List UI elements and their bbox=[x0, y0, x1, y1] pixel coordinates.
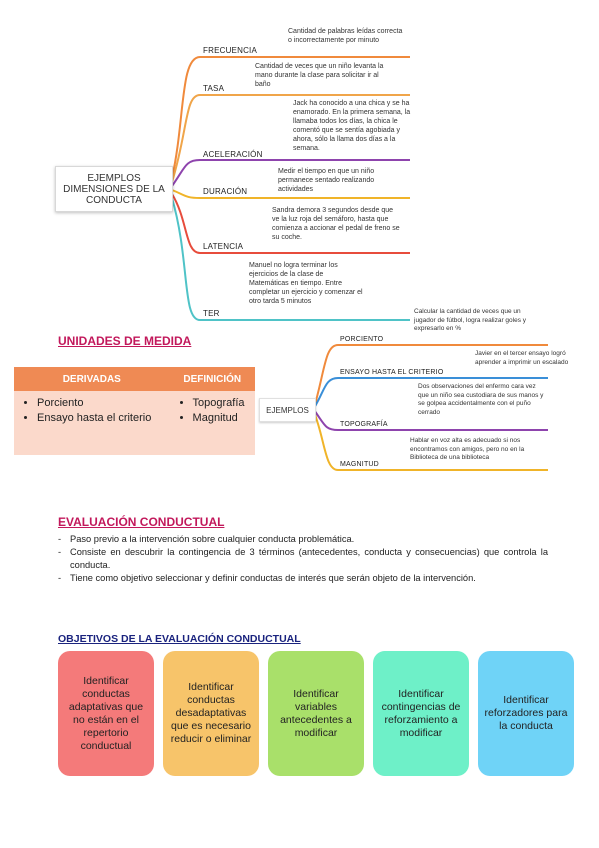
branch-line-frecuencia bbox=[171, 56, 410, 179]
evaluation-list: -Paso previo a la intervención sobre cua… bbox=[58, 533, 548, 585]
branch-line-tasa bbox=[171, 94, 410, 183]
evaluation-item-text: Tiene como objetivo seleccionar y defini… bbox=[70, 573, 476, 583]
branch-desc-porciento: Calcular la cantidad de veces que un jug… bbox=[414, 308, 527, 332]
branch-desc-ensayo: Javier en el tercer ensayo logró aprende… bbox=[475, 350, 569, 366]
branch-label-magnitud: MAGNITUD bbox=[340, 461, 379, 468]
branch-label-frecuencia: FRECUENCIA bbox=[203, 46, 258, 55]
branch-desc-latencia: Sandra demora 3 segundos desde que ve la… bbox=[272, 207, 400, 241]
list-item: -Consiste en descubrir la contingencia d… bbox=[58, 547, 548, 570]
branch-line-topografia bbox=[313, 409, 548, 431]
objective-card-2: Identificar conductas desadaptativas que… bbox=[163, 651, 259, 776]
evaluation-item-text: Consiste en descubrir la contingencia de… bbox=[70, 547, 548, 570]
branch-desc-duracion: Medir el tiempo en que un niño permanece… bbox=[278, 168, 375, 193]
units-col1-cell: Porciento Ensayo hasta el criterio bbox=[14, 391, 170, 455]
list-item: Ensayo hasta el criterio bbox=[37, 411, 169, 426]
list-item: Magnitud bbox=[193, 411, 254, 426]
branch-line-ensayo bbox=[313, 377, 548, 409]
list-item: Topografía bbox=[193, 396, 254, 411]
branch-line-magnitud bbox=[313, 411, 548, 471]
objective-card-5: Identificar reforzadores para la conduct… bbox=[478, 651, 574, 776]
mindmap-root: EJEMPLOS DIMENSIONES DE LA CONDUCTA bbox=[55, 166, 173, 212]
units-col2-header: DEFINICIÓN bbox=[169, 367, 255, 391]
branch-desc-tasa: Cantidad de veces que un niño levanta la… bbox=[255, 63, 384, 88]
branch-label-ensayo: ENSAYO HASTA EL CRITERIO bbox=[340, 369, 444, 376]
branch-desc-ter: Manuel no logra terminar los ejercicios … bbox=[249, 262, 363, 305]
list-item: Porciento bbox=[37, 396, 169, 411]
objective-card-1: Identificar conductas adaptativas que no… bbox=[58, 651, 154, 776]
objective-card-text: Identificar conductas adaptativas que no… bbox=[68, 674, 144, 752]
units-heading: UNIDADES DE MEDIDA bbox=[58, 334, 192, 348]
objectives-heading: OBJETIVOS DE LA EVALUACIÓN CONDUCTUAL bbox=[58, 633, 301, 645]
evaluation-item-text: Paso previo a la intervención sobre cual… bbox=[70, 534, 355, 544]
objective-card-3: Identificar variables antecedentes a mod… bbox=[268, 651, 364, 776]
branch-label-duracion: DURACIÓN bbox=[203, 187, 248, 196]
branch-desc-topografia: Dos observaciones del enfermo cara vez q… bbox=[418, 383, 544, 416]
objective-card-text: Identificar variables antecedentes a mod… bbox=[280, 687, 352, 739]
evaluation-heading: EVALUACIÓN CONDUCTUAL bbox=[58, 515, 225, 529]
branch-label-ter: TER bbox=[203, 309, 220, 318]
branch-line-latencia bbox=[171, 193, 410, 254]
branch-desc-magnitud: Hablar en voz alta es adecuado si nos en… bbox=[410, 437, 525, 461]
branch-desc-aceleracion: Jack ha conocido a una chica y se ha ena… bbox=[293, 100, 411, 152]
branch-label-porciento: PORCIENTO bbox=[340, 336, 384, 343]
branch-label-tasa: TASA bbox=[203, 84, 225, 93]
objective-card-text: Identificar conductas desadaptativas que… bbox=[170, 681, 252, 745]
branch-label-latencia: LATENCIA bbox=[203, 242, 244, 251]
list-item: -Paso previo a la intervención sobre cua… bbox=[58, 534, 355, 544]
branch-line-duracion bbox=[171, 189, 410, 199]
branch-line-porciento bbox=[313, 344, 548, 409]
branch-line-aceleracion bbox=[171, 159, 410, 187]
units-table: DERIVADAS DEFINICIÓN Porciento Ensayo ha… bbox=[14, 367, 255, 455]
examples-root: EJEMPLOS bbox=[259, 398, 316, 422]
objective-card-text: Identificar contingencias de reforzamien… bbox=[381, 687, 461, 739]
branch-label-topografia: TOPOGRAFÍA bbox=[340, 421, 388, 428]
units-col2-cell: Topografía Magnitud bbox=[169, 391, 255, 455]
objective-card-4: Identificar contingencias de reforzamien… bbox=[373, 651, 469, 776]
units-col1-header: DERIVADAS bbox=[14, 367, 170, 391]
branch-label-aceleracion: ACELERACIÓN bbox=[203, 150, 263, 159]
objective-card-text: Identificar reforzadores para la conduct… bbox=[484, 694, 568, 732]
branch-line-ter bbox=[171, 197, 410, 321]
list-item: -Tiene como objetivo seleccionar y defin… bbox=[58, 573, 476, 583]
branch-desc-frecuencia: Cantidad de palabras leídas correcta o i… bbox=[288, 28, 403, 44]
